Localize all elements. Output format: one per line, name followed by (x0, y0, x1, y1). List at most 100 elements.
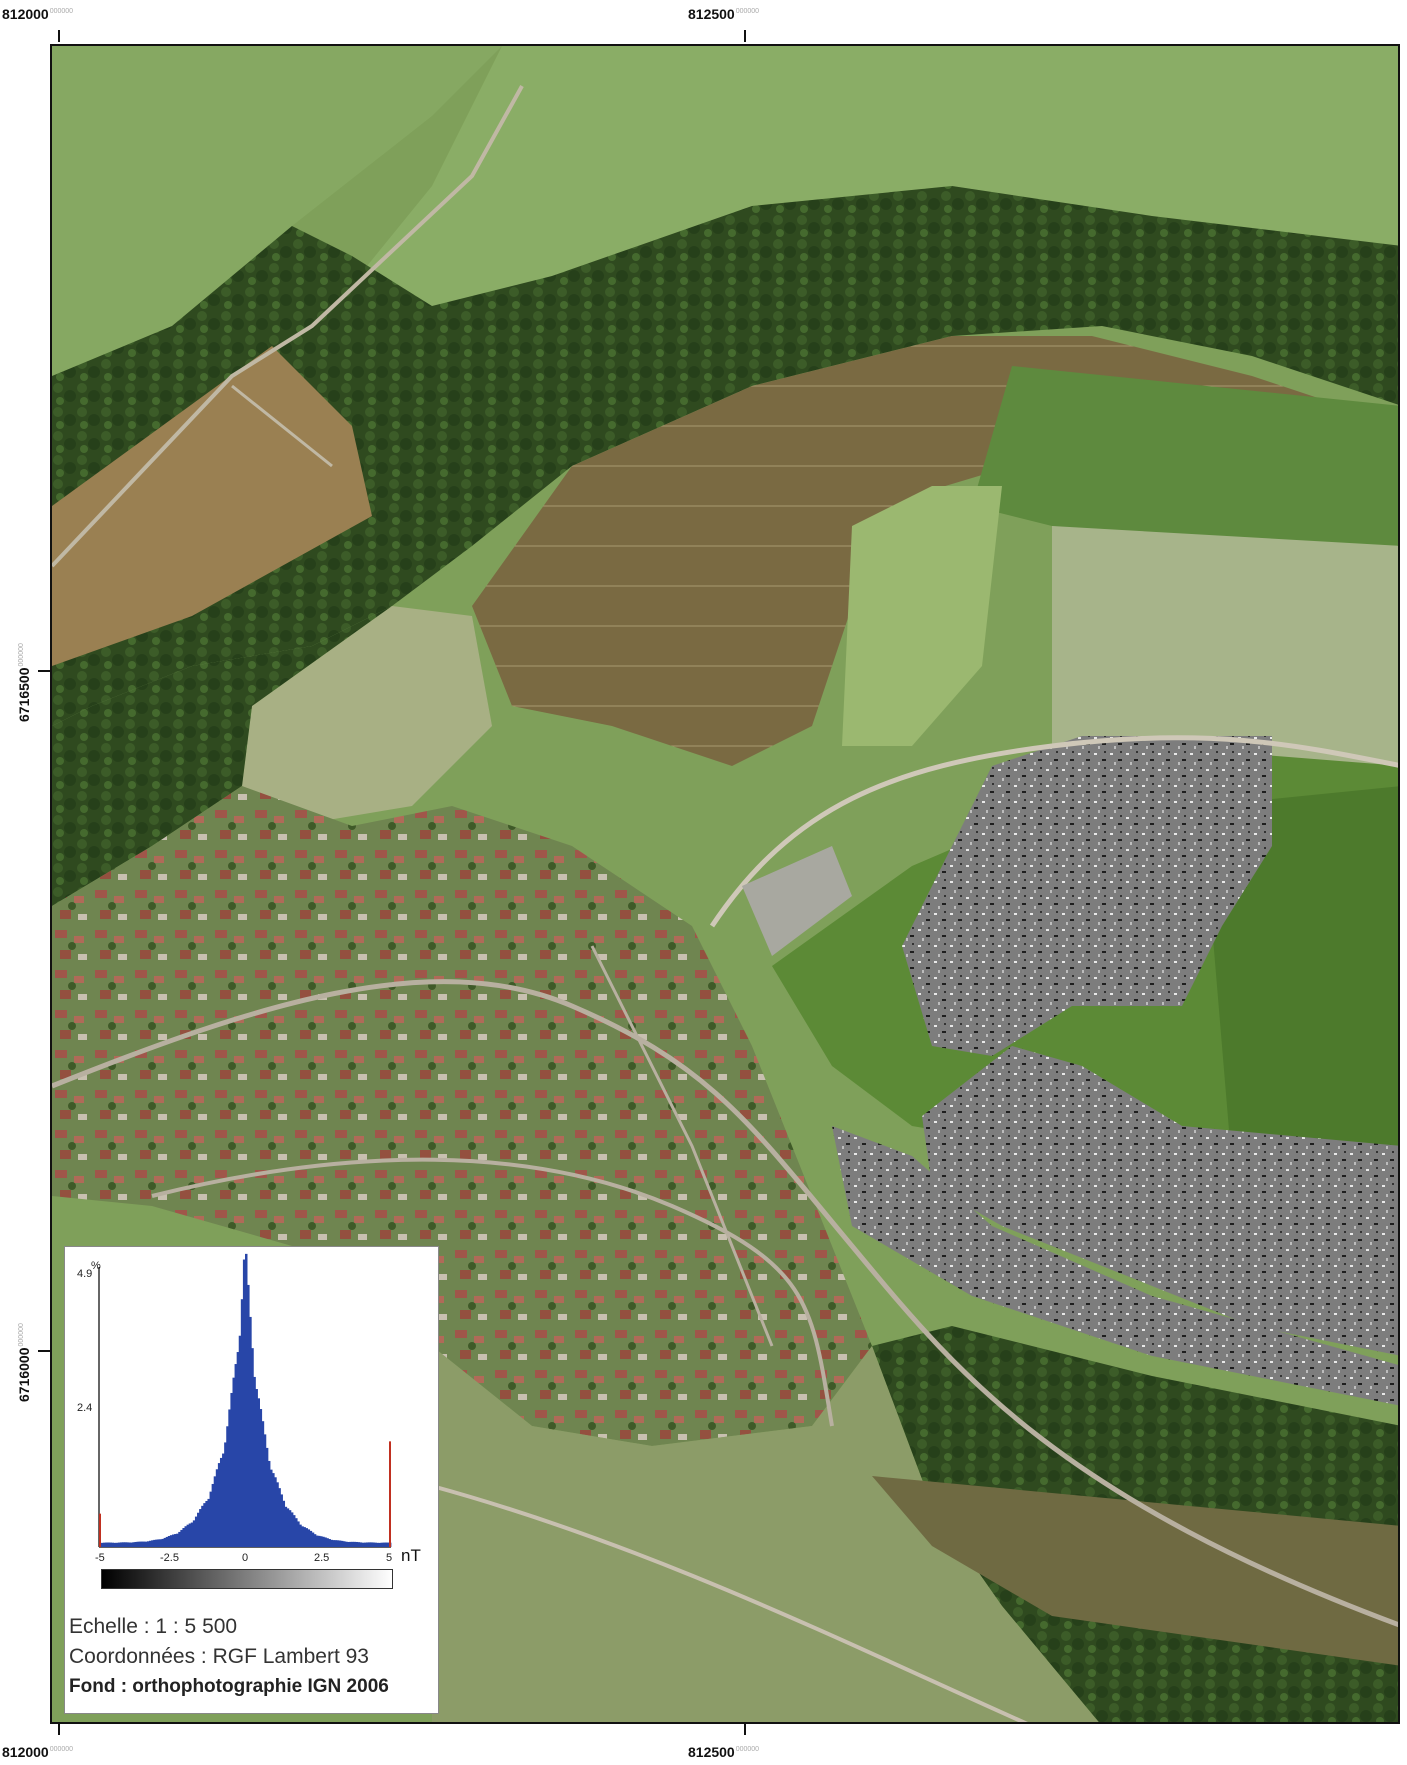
histogram-bar (232, 1377, 235, 1547)
background-source-text: Fond : orthophotographie IGN 2006 (69, 1676, 389, 1697)
histogram-bar (305, 1528, 308, 1547)
histogram-bar (161, 1538, 165, 1547)
histogram-bar (249, 1316, 252, 1547)
histogram-bar (324, 1537, 327, 1547)
histogram-bar (351, 1541, 354, 1547)
histogram-edge-bar-left (99, 1513, 101, 1547)
histogram-bar (295, 1518, 298, 1547)
histogram-bar (347, 1541, 350, 1547)
x-coord-bottom-mid: 812500000000 (688, 1744, 760, 1760)
histogram-bar (370, 1542, 373, 1547)
histogram-bar (374, 1542, 377, 1547)
histogram-bar (361, 1542, 365, 1547)
histogram-bar (236, 1352, 240, 1547)
histogram-bar (372, 1542, 375, 1547)
histogram-bar (380, 1542, 384, 1547)
y-tick-upper (38, 670, 50, 672)
histogram-x-tick-2: 0 (242, 1552, 248, 1564)
histogram-bar (199, 1509, 202, 1547)
histogram-bar (213, 1476, 217, 1547)
scale-text: Echelle : 1 : 5 500 (69, 1615, 238, 1638)
histogram-bar (259, 1409, 263, 1547)
histogram-bar (132, 1542, 135, 1547)
histogram-bar (167, 1536, 171, 1547)
histogram-bar (101, 1542, 104, 1547)
histogram-bar (165, 1536, 169, 1547)
histogram-bar (357, 1542, 361, 1547)
histogram-x-tick-1: -2.5 (160, 1552, 179, 1564)
histogram-bar (292, 1515, 296, 1547)
histogram-bar (270, 1469, 273, 1547)
histogram-bar (121, 1542, 125, 1547)
histogram-bar (297, 1521, 300, 1547)
histogram-bar (117, 1542, 121, 1547)
histogram-bar (299, 1524, 302, 1547)
histogram-bar (345, 1541, 348, 1547)
histogram-bar (103, 1542, 106, 1547)
histogram-bar (349, 1541, 352, 1547)
histogram-bar (155, 1539, 158, 1547)
histogram-bar (203, 1503, 206, 1547)
histogram-bar (115, 1542, 119, 1547)
histogram-bar (146, 1541, 150, 1547)
histogram-bar (176, 1533, 179, 1547)
histogram-bar (151, 1540, 154, 1547)
histogram-bar (124, 1542, 127, 1547)
histogram-bar (142, 1541, 146, 1547)
x-tick-top-left (58, 30, 60, 42)
histogram-bar (113, 1542, 117, 1547)
histogram-bars (99, 1253, 392, 1547)
histogram-bar (201, 1505, 204, 1547)
histogram-chart: 4.9 % 2.4 -5 -2.5 0 2.5 5 nT (77, 1253, 421, 1565)
histogram-bar (328, 1539, 331, 1547)
x-coord-top-left: 812000000000 (2, 6, 74, 22)
histogram-bar (368, 1542, 371, 1547)
histogram-x-tick-3: 2.5 (314, 1552, 329, 1564)
histogram-bar (111, 1542, 114, 1547)
color-scale-bar (101, 1569, 393, 1589)
histogram-bar (134, 1541, 137, 1547)
histogram-bar (240, 1299, 244, 1547)
histogram-bar (288, 1510, 292, 1547)
histogram-bar (144, 1541, 148, 1547)
histogram-bar (267, 1460, 271, 1547)
histogram-bar (107, 1542, 110, 1547)
histogram-bar (217, 1463, 221, 1547)
histogram-x-tick-0: -5 (95, 1552, 105, 1564)
histogram-bar (280, 1494, 283, 1547)
histogram-bar (257, 1398, 260, 1547)
histogram-bar (384, 1542, 388, 1547)
histogram-bar (282, 1500, 286, 1547)
histogram-bar (290, 1512, 294, 1547)
histogram-bar (255, 1389, 258, 1547)
histogram-bar (159, 1539, 162, 1547)
histogram-bar (226, 1426, 229, 1547)
histogram-bar (153, 1539, 156, 1547)
histogram-bar (207, 1498, 210, 1547)
histogram-y-max-label: 4.9 (77, 1268, 92, 1280)
histogram-bar (163, 1537, 167, 1547)
histogram-bar (169, 1535, 173, 1547)
histogram-bar (284, 1506, 288, 1547)
histogram-bar (138, 1541, 142, 1547)
histogram-bar (253, 1376, 256, 1547)
histogram-bar (311, 1532, 315, 1547)
histogram-bar (261, 1421, 265, 1547)
histogram-bar (242, 1259, 246, 1547)
histogram-bar (247, 1284, 250, 1547)
histogram-bar (109, 1542, 112, 1547)
histogram-bar (336, 1540, 340, 1547)
histogram-bar (359, 1542, 363, 1547)
x-coord-bottom-left: 812000000000 (2, 1744, 74, 1760)
histogram-bar (343, 1541, 346, 1547)
histogram-bar (157, 1539, 160, 1547)
histogram-bar (211, 1483, 215, 1547)
histogram-bar (263, 1434, 267, 1547)
histogram-bar (303, 1527, 306, 1547)
histogram-bar (184, 1526, 187, 1547)
histogram-bar (149, 1540, 152, 1547)
histogram-bar (318, 1535, 321, 1547)
histogram-bar (365, 1542, 369, 1547)
histogram-x-tick-4: 5 (386, 1552, 392, 1564)
histogram-bar (194, 1516, 198, 1547)
